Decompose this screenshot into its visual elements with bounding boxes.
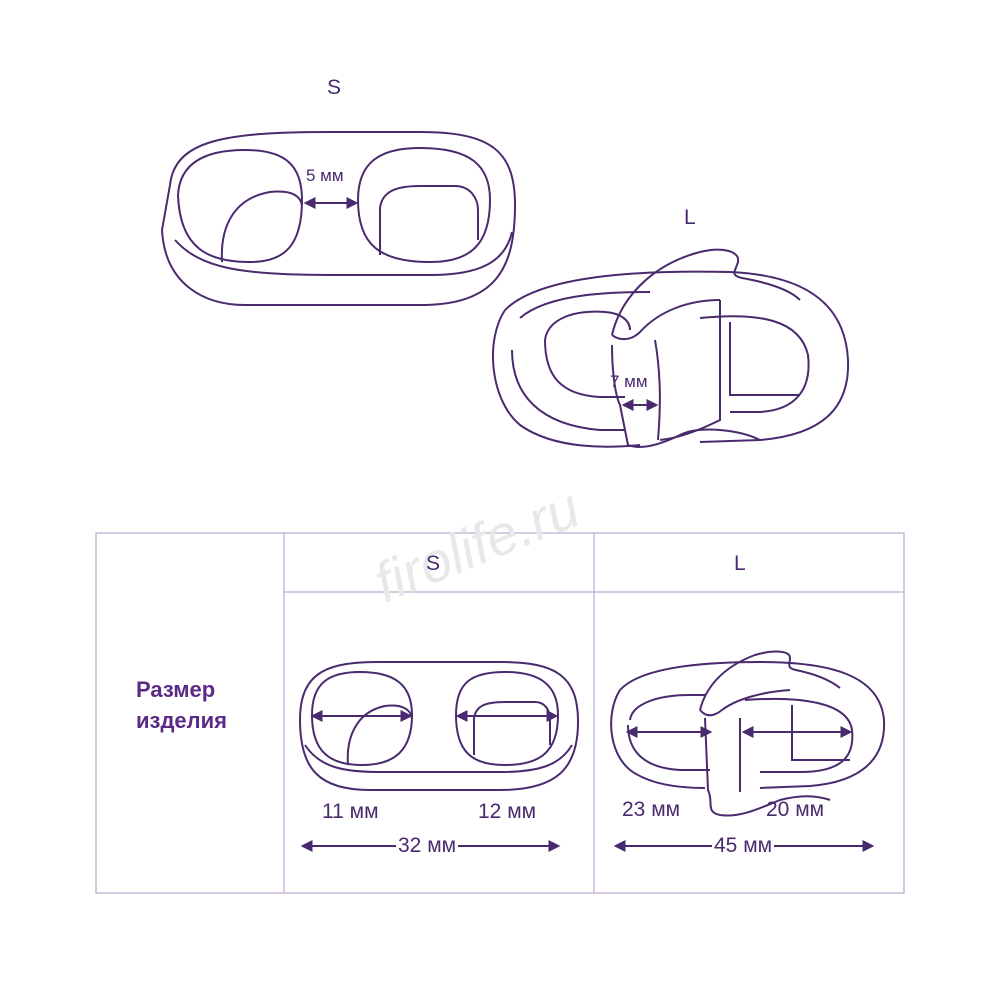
- s-gap-label: 5 мм: [304, 166, 346, 186]
- s-left-hole-label: 11 мм: [320, 800, 381, 824]
- s-total-label: 32 мм: [396, 834, 459, 858]
- column-header-l: L: [734, 552, 746, 575]
- l-device-illustration: [492, 248, 850, 448]
- l-title: L: [684, 206, 696, 229]
- l-device-dimension-drawing: [610, 650, 886, 817]
- l-gap-label: 7 мм: [610, 372, 648, 391]
- l-total-label: 45 мм: [712, 834, 775, 858]
- size-table-grid: [95, 532, 905, 894]
- row-label-product-size: Размер изделия: [136, 677, 227, 733]
- s-title: S: [327, 76, 342, 99]
- l-right-hole-label: 20 мм: [766, 798, 825, 821]
- s-right-hole-label: 12 мм: [476, 800, 539, 824]
- s-device-dimension-drawing: [298, 661, 580, 791]
- l-left-hole-label: 23 мм: [622, 798, 681, 821]
- s-device-illustration: [160, 131, 517, 306]
- column-header-s: S: [426, 552, 441, 575]
